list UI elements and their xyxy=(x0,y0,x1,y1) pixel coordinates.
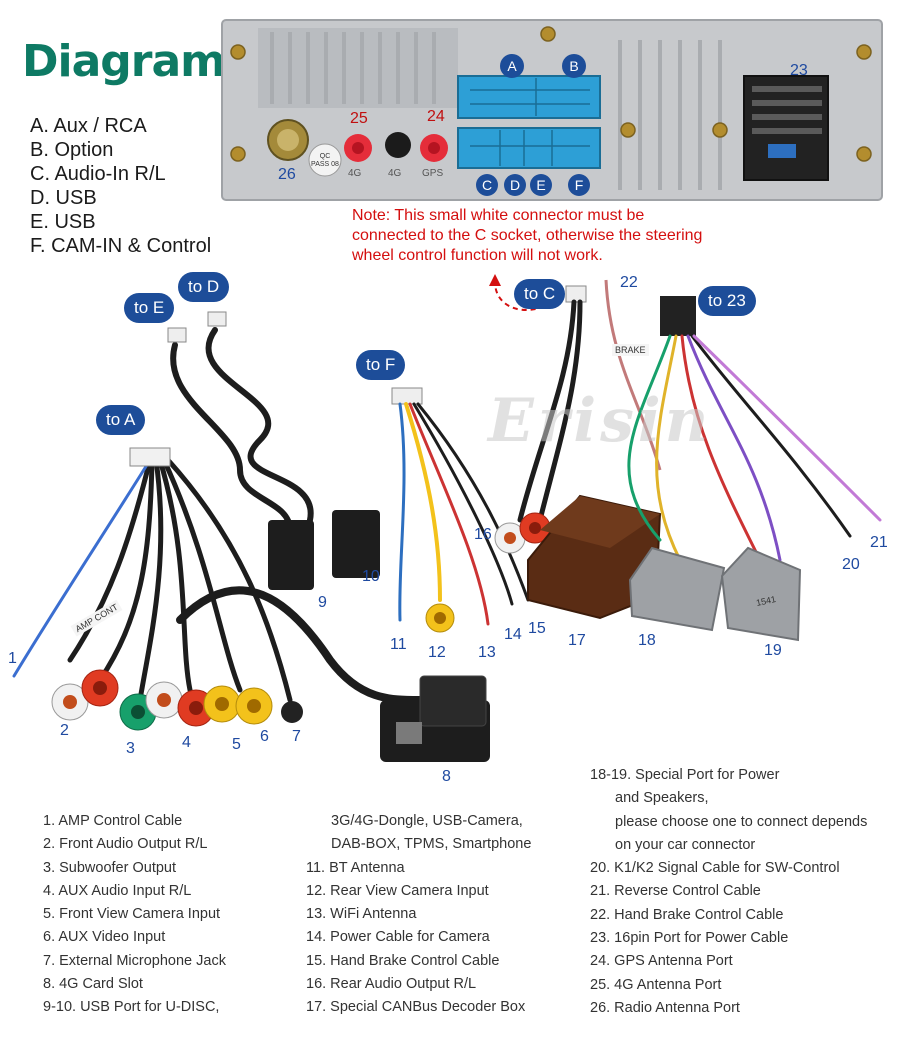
callout-21: 21 xyxy=(870,534,888,551)
legend-item: 6. AUX Video Input xyxy=(43,929,166,946)
port-key-item-c: C. Audio-In R/L xyxy=(30,163,166,185)
legend-item: 9-10. USB Port for U-DISC, xyxy=(43,999,220,1016)
port-key-item-d: D. USB xyxy=(30,187,97,209)
legend-item: 15. Hand Brake Control Cable xyxy=(306,952,500,969)
legend-item: 7. External Microphone Jack xyxy=(43,952,226,969)
legend-item: 22. Hand Brake Control Cable xyxy=(590,906,784,923)
callout-22: 22 xyxy=(620,274,638,291)
port-number-25: 25 xyxy=(350,110,368,127)
callout-3: 3 xyxy=(126,740,135,757)
sim-card-slot xyxy=(380,675,490,762)
port-number-26: 26 xyxy=(278,166,296,183)
legend-item: 12. Rear View Camera Input xyxy=(306,882,489,899)
callout-1: 1 xyxy=(8,650,17,667)
callout-6: 6 xyxy=(260,728,269,745)
port-key-item-f: F. CAM-IN & Control xyxy=(30,235,212,257)
callout-14: 14 xyxy=(504,626,522,643)
callout-8: 8 xyxy=(442,768,451,785)
callout-5: 5 xyxy=(232,736,241,753)
port-label-c: C xyxy=(476,174,498,196)
port-label-a: A xyxy=(500,54,524,78)
qc-pass-label: QC PASS 08 xyxy=(311,153,339,168)
pill-to-23: to 23 xyxy=(698,286,756,316)
legend-item: 18-19. Special Port for Power xyxy=(590,767,780,783)
installation-note: Note: This small white connector must be… xyxy=(352,207,703,264)
legend-item: DAB-BOX, TPMS, Smartphone xyxy=(331,836,532,853)
legend-column-3: 18-19. Special Port for Power and Speake… xyxy=(590,764,867,1020)
legend-item: 24. GPS Antenna Port xyxy=(590,953,733,970)
legend-item: 3G/4G-Dongle, USB-Camera, xyxy=(331,813,523,829)
erisin-watermark: Erisin xyxy=(488,386,713,456)
port-label-f: F xyxy=(568,174,590,196)
callout-9: 9 xyxy=(318,594,327,611)
port-number-24: 24 xyxy=(427,108,445,125)
brake-tag: BRAKE xyxy=(612,344,649,356)
legend-item: 25. 4G Antenna Port xyxy=(590,976,722,993)
legend-item: 26. Radio Antenna Port xyxy=(590,999,740,1016)
legend-item: 17. Special CANBus Decoder Box xyxy=(306,999,526,1016)
harness-c-wires xyxy=(494,285,587,554)
callout-15: 15 xyxy=(528,620,546,637)
head-unit-back-panel xyxy=(221,19,883,201)
legend-item: on your car connector xyxy=(615,836,756,853)
pill-to-e: to E xyxy=(124,293,175,323)
legend-column-2: 3G/4G-Dongle, USB-Camera, DAB-BOX, TPMS,… xyxy=(306,810,531,1020)
legend-item: 23. 16pin Port for Power Cable xyxy=(590,930,789,947)
ant-label-gps: GPS xyxy=(422,168,444,179)
port-label-e: E xyxy=(530,174,552,196)
port-key-item-a: A. Aux / RCA xyxy=(30,115,147,137)
callout-4: 4 xyxy=(182,734,191,751)
legend-item: 3. Subwoofer Output xyxy=(43,859,176,876)
ant-label-4g: 4G xyxy=(348,168,362,179)
legend-item: please choose one to connect depends xyxy=(615,813,868,830)
legend-item: 11. BT Antenna xyxy=(306,859,405,876)
harness-f-wires xyxy=(391,387,530,633)
legend-item: 5. Front View Camera Input xyxy=(43,906,221,923)
brake-cable xyxy=(604,279,662,471)
legend-item: 4. AUX Audio Input R/L xyxy=(43,882,192,899)
ant-label-4g2: 4G xyxy=(388,168,402,179)
callout-20: 20 xyxy=(842,556,860,573)
port-label-d: D xyxy=(504,174,526,196)
legend-item: 13. WiFi Antenna xyxy=(306,906,417,923)
harness-a-wires xyxy=(12,447,424,704)
port-number-23: 23 xyxy=(790,62,808,79)
callout-10: 10 xyxy=(362,568,380,585)
port-key-list: A. Aux / RCA B. Option C. Audio-In R/L D… xyxy=(30,114,211,258)
legend-item: 14. Power Cable for Camera xyxy=(306,929,490,946)
port-key-item-e: E. USB xyxy=(30,211,96,233)
canbus-decoder-box xyxy=(527,494,662,620)
legend-item: 21. Reverse Control Cable xyxy=(590,883,761,900)
legend-item: 1. AMP Control Cable xyxy=(43,813,183,829)
port-key-item-b: B. Option xyxy=(30,139,114,161)
callout-7: 7 xyxy=(292,728,301,745)
callout-16: 16 xyxy=(474,526,492,543)
callout-19: 19 xyxy=(764,642,782,659)
callout-13: 13 xyxy=(478,644,496,661)
pill-to-f: to F xyxy=(356,350,406,380)
callout-2: 2 xyxy=(60,722,69,739)
callout-12: 12 xyxy=(428,644,446,661)
callout-18: 18 xyxy=(638,632,656,649)
usb-cables xyxy=(167,311,380,590)
rca-connectors xyxy=(51,669,303,731)
callout-11: 11 xyxy=(390,636,407,653)
pill-to-a: to A xyxy=(96,405,146,435)
pill-to-c: to C xyxy=(514,279,566,309)
legend-item: 20. K1/K2 Signal Cable for SW-Control xyxy=(590,860,840,877)
legend-item: 16. Rear Audio Output R/L xyxy=(306,976,477,993)
page-title: Diagram xyxy=(22,36,226,87)
legend-item: 2. Front Audio Output R/L xyxy=(43,836,208,853)
power-harness xyxy=(627,296,882,642)
legend-item: and Speakers, xyxy=(615,790,709,807)
legend-column-1: 1. AMP Control Cable 2. Front Audio Outp… xyxy=(43,810,226,1020)
legend-item: 8. 4G Card Slot xyxy=(43,976,143,993)
port-label-b: B xyxy=(562,54,586,78)
pill-to-d: to D xyxy=(178,272,230,302)
callout-17: 17 xyxy=(568,632,586,649)
